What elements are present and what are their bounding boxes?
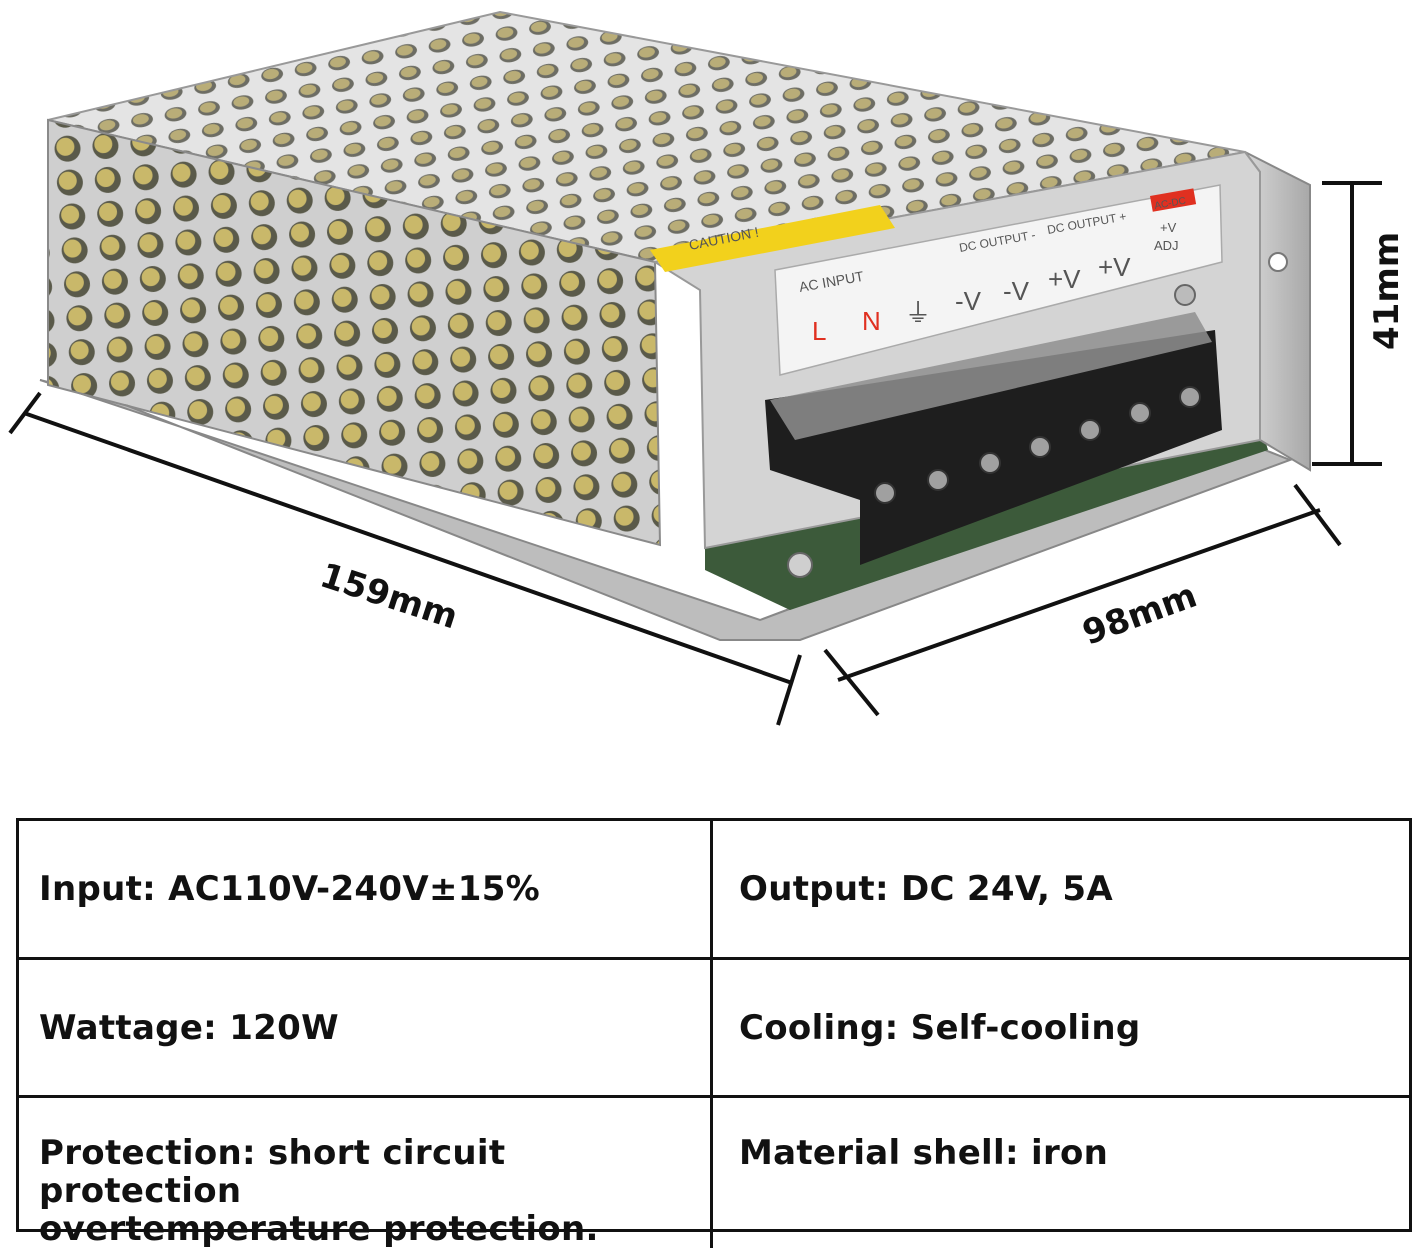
ac-dc-badge-text: AC-DC xyxy=(1154,196,1187,212)
length-tick-right xyxy=(776,654,802,726)
screw-icon xyxy=(1029,436,1051,458)
dimension-lines xyxy=(8,181,1382,726)
length-tick-left xyxy=(8,391,42,435)
spec-input: Input: AC110V-240V±15% xyxy=(19,821,713,960)
spec-wattage: Wattage: 120W xyxy=(19,960,713,1098)
width-dimension-line xyxy=(837,508,1321,682)
terminal-minus-v-2: -V xyxy=(1003,276,1030,306)
terminal-plus-v-1: +V xyxy=(1048,264,1081,294)
width-tick-left xyxy=(823,648,880,717)
mount-screw-icon xyxy=(787,552,813,578)
label-panel xyxy=(774,184,1223,376)
caution-sticker xyxy=(650,205,895,272)
spec-protection-line1: Protection: short circuit protection xyxy=(39,1133,506,1211)
terminal-screws xyxy=(874,386,1201,504)
mount-hole-icon xyxy=(1268,252,1288,272)
terminal-n: N xyxy=(862,306,881,336)
width-tick-right xyxy=(1293,483,1342,547)
screw-icon xyxy=(1079,419,1101,441)
terminal-plus-v-2: +V xyxy=(1098,252,1131,282)
spec-protection-line2: overtemperature protection. xyxy=(39,1209,599,1249)
power-supply-illustration: CAUTION ! AC INPUT DC OUTPUT - DC OUTPUT… xyxy=(8,10,1407,726)
length-dimension-label: 159mm xyxy=(315,556,462,638)
spec-protection: Protection: short circuit protection ove… xyxy=(19,1098,713,1248)
terminal-l: L xyxy=(812,316,826,346)
terminal-cover xyxy=(770,312,1212,440)
spec-cooling: Cooling: Self-cooling xyxy=(713,960,1409,1098)
height-dimension-label: 41mm xyxy=(1367,232,1407,350)
screw-icon xyxy=(927,469,949,491)
adjust-screw-icon xyxy=(1174,284,1196,306)
length-dimension-line xyxy=(23,411,793,685)
perforated-side xyxy=(47,118,662,547)
pcb-edge xyxy=(705,430,1268,610)
screw-icon xyxy=(874,482,896,504)
spec-material: Material shell: iron xyxy=(739,1133,1109,1173)
screw-icon xyxy=(1129,402,1151,424)
adj-label-top: +V xyxy=(1160,220,1177,235)
product-image: CAUTION ! AC INPUT DC OUTPUT - DC OUTPUT… xyxy=(8,10,1407,726)
ac-dc-badge xyxy=(1150,188,1197,212)
spec-table: Input: AC110V-240V±15% Output: DC 24V, 5… xyxy=(16,818,1412,1248)
adj-label-bottom: ADJ xyxy=(1154,238,1179,253)
screw-icon xyxy=(979,452,1001,474)
spec-output: Output: DC 24V, 5A xyxy=(713,821,1409,960)
terminal-minus-v-1: -V xyxy=(955,286,982,316)
terminal-labels: L N ⏚ -V -V +V +V xyxy=(812,252,1131,346)
screw-icon xyxy=(1179,386,1201,408)
ground-icon: ⏚ xyxy=(905,299,931,329)
